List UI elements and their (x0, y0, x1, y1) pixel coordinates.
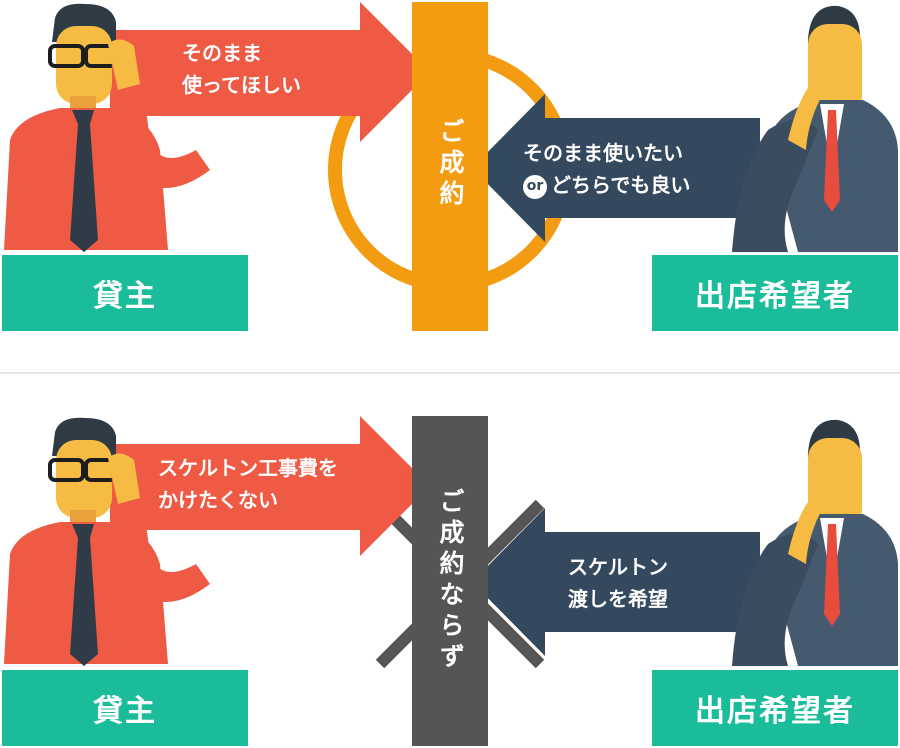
landlord-arrow-text: そのまま 使ってほしい (182, 37, 301, 101)
thinking-businessman-icon (732, 419, 898, 666)
landlord-arrow-line2: 使ってほしい (182, 73, 301, 97)
landlord-arrow-line2: かけたくない (158, 488, 278, 512)
thinking-businessman-icon (732, 5, 898, 252)
landlord-arrow-line1: スケルトン工事費を (158, 456, 338, 480)
landlord-arrow-shape (110, 2, 430, 142)
tenant-label: 出店希望者 (652, 255, 898, 331)
tenant-arrow-line1: そのまま使いたい (523, 141, 683, 165)
tenant-arrow-line1: スケルトン (568, 555, 668, 579)
tenant-arrow-line2-text: どちらでも良い (551, 173, 691, 197)
fail-pillar-text: ご成約ならず (436, 488, 465, 674)
tenant-arrow-line2: 渡しを希望 (568, 587, 668, 611)
fail-pillar: ご成約ならず (412, 416, 488, 746)
landlord-arrow-line1: そのまま (182, 41, 262, 65)
or-badge: or (523, 174, 547, 199)
man-adjusting-glasses-icon (4, 3, 210, 252)
landlord-label: 貸主 (2, 670, 248, 746)
landlord-arrow-shape (110, 416, 430, 556)
failure-scenario-panel: スケルトン工事費を かけたくない スケルトン 渡しを希望 ご成約ならず 貸主 出… (0, 374, 900, 748)
section-divider (0, 372, 900, 374)
success-pillar: ご成約 (412, 2, 488, 331)
landlord-arrow-text: スケルトン工事費を かけたくない (158, 452, 338, 516)
tenant-arrow-shape (472, 94, 760, 242)
success-pillar-text: ご成約 (436, 118, 465, 211)
man-adjusting-glasses-icon (4, 417, 210, 666)
tenant-label: 出店希望者 (652, 670, 898, 746)
landlord-label: 貸主 (2, 255, 248, 331)
tenant-arrow-shape (472, 508, 760, 656)
tenant-arrow-text: スケルトン 渡しを希望 (568, 551, 668, 615)
